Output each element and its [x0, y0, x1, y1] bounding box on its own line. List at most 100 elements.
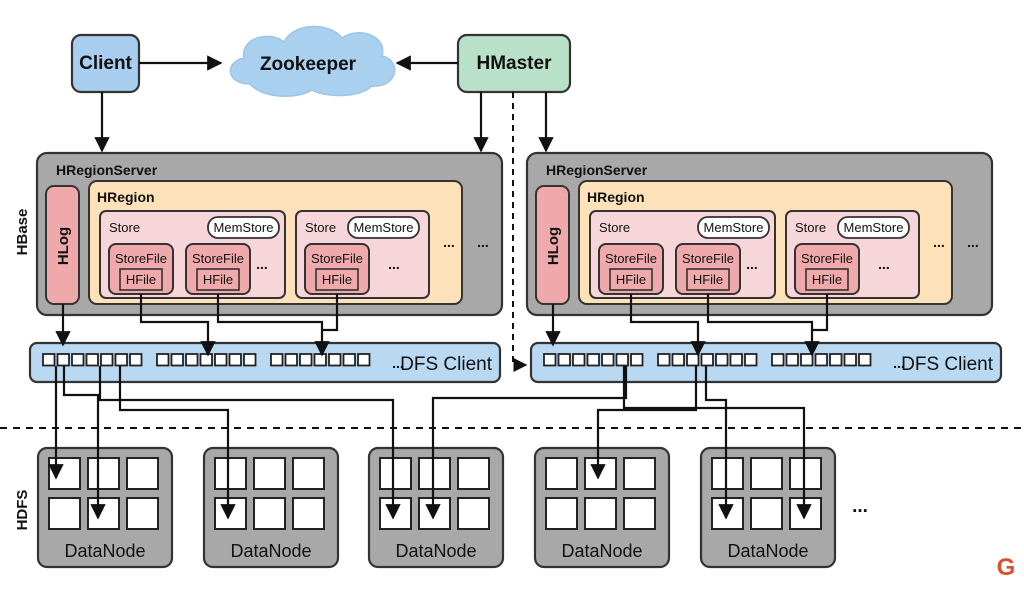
- dfs-block-cell: [785, 353, 799, 367]
- hmaster-label: HMaster: [477, 53, 553, 74]
- store-label: Store: [599, 220, 630, 235]
- hregion-title: HRegion: [97, 189, 155, 205]
- memstore-pill: [697, 216, 770, 239]
- datanode-block: [379, 497, 412, 530]
- connection-wire: [590, 366, 698, 480]
- datanode-block: [292, 457, 325, 490]
- client-node: Client: [70, 33, 141, 94]
- connection-wire: [706, 294, 820, 357]
- datanode: DataNode: [36, 446, 174, 569]
- dfs-block-cell: [601, 353, 615, 367]
- dfs-block-cell: [299, 353, 313, 367]
- hfile-label: HFile: [812, 272, 842, 287]
- dfs-block-cell: [715, 353, 729, 367]
- dfs-block-cell: [771, 353, 785, 367]
- datanode-block: [623, 457, 656, 490]
- dfs-block-cell: [615, 353, 629, 367]
- datanode-label: DataNode: [395, 541, 476, 561]
- hregion-title: HRegion: [587, 189, 645, 205]
- dfs-block-cell: [56, 353, 70, 367]
- datanode-block: [126, 497, 159, 530]
- dfs-block-cell: [71, 353, 85, 367]
- dfs-block-cell: [228, 353, 242, 367]
- connection-wire: [704, 366, 734, 520]
- connection-wire: [62, 366, 106, 520]
- connection-wire: [139, 294, 216, 357]
- datanode-label: DataNode: [561, 541, 642, 561]
- hmaster-node: HMaster: [456, 33, 572, 94]
- datanode-block: [214, 497, 247, 530]
- dfs-block-cell: [657, 353, 671, 367]
- dfs-block-cell: [199, 353, 213, 367]
- dfs-more-ellipsis: ...: [392, 355, 404, 371]
- datanode-block: [48, 497, 81, 530]
- dfs-block-cell: [858, 353, 872, 367]
- dfs-block-cell: [572, 353, 586, 367]
- datanode-block: [253, 457, 286, 490]
- hfile-box: [805, 268, 849, 291]
- dfs-block-cell: [170, 353, 184, 367]
- hfile-box: [315, 268, 359, 291]
- connection-wire: [622, 366, 812, 520]
- connection-wires: [48, 294, 829, 520]
- hfile-label: HFile: [203, 272, 233, 287]
- dfs-client-bar: ...DFS Client: [529, 341, 1003, 384]
- dfs-block-cell: [543, 353, 557, 367]
- dfs-block-cell: [700, 353, 714, 367]
- connection-wire: [322, 294, 339, 332]
- datanode-block: [711, 497, 744, 530]
- hdfs-layer-label: HDFS: [14, 490, 31, 531]
- datanode-block: [292, 497, 325, 530]
- storefile-label: StoreFile: [192, 251, 244, 266]
- zookeeper-label: Zookeeper: [260, 54, 357, 75]
- dfs-block-cell: [586, 353, 600, 367]
- dfs-block-cell: [114, 353, 128, 367]
- dashed-link-hmaster-dfs: [512, 92, 528, 372]
- datanode-block: [750, 497, 783, 530]
- hfile-box: [686, 268, 730, 291]
- datanode-block: [253, 497, 286, 530]
- store-label: Store: [109, 220, 140, 235]
- memstore-pill: [347, 216, 420, 239]
- datanode-block: [789, 497, 822, 530]
- dfs-client-bar: ...DFS Client: [28, 341, 502, 384]
- dfs-block-cell: [686, 353, 700, 367]
- corner-logo-mark: G: [997, 554, 1016, 581]
- datanode-block: [584, 497, 617, 530]
- dfs-block-cell: [328, 353, 342, 367]
- hfile-label: HFile: [322, 272, 352, 287]
- dfs-block-cell: [630, 353, 644, 367]
- datanode-block: [584, 457, 617, 490]
- storefile-label: StoreFile: [115, 251, 167, 266]
- dfs-client-bars: ...DFS Client...DFS Client: [28, 341, 1003, 384]
- dfs-block-cell: [156, 353, 170, 367]
- dfs-block-cell: [829, 353, 843, 367]
- dfs-block-cell: [342, 353, 356, 367]
- cloud-shape: [229, 25, 396, 97]
- dfs-block-cell: [313, 353, 327, 367]
- datanode-block: [87, 457, 120, 490]
- datanodes-more-ellipsis: ...: [852, 496, 868, 517]
- datanode-block: [126, 457, 159, 490]
- datanode: DataNode: [202, 446, 340, 569]
- dfs-client-label: DFS Client: [901, 354, 994, 375]
- dfs-block-cell: [270, 353, 284, 367]
- hbase-layer-label: HBase: [14, 209, 31, 256]
- hfile-box: [609, 268, 653, 291]
- datanode-block: [214, 457, 247, 490]
- dfs-block-cell: [243, 353, 257, 367]
- storefile-label: StoreFile: [311, 251, 363, 266]
- dfs-block-cell: [744, 353, 758, 367]
- memstore-label: MemStore: [354, 220, 414, 235]
- regions-more-ellipsis: ...: [477, 234, 489, 250]
- dfs-more-ellipsis: ...: [893, 355, 905, 371]
- stores-more-ellipsis: ...: [443, 234, 455, 250]
- dfs-block-cell: [814, 353, 828, 367]
- datanode: DataNode: [699, 446, 837, 569]
- connection-wire: [118, 366, 236, 520]
- storefile-more-ellipsis: ...: [878, 256, 890, 272]
- dfs-block-cell: [100, 353, 114, 367]
- datanode-label: DataNode: [230, 541, 311, 561]
- datanode-label: DataNode: [64, 541, 145, 561]
